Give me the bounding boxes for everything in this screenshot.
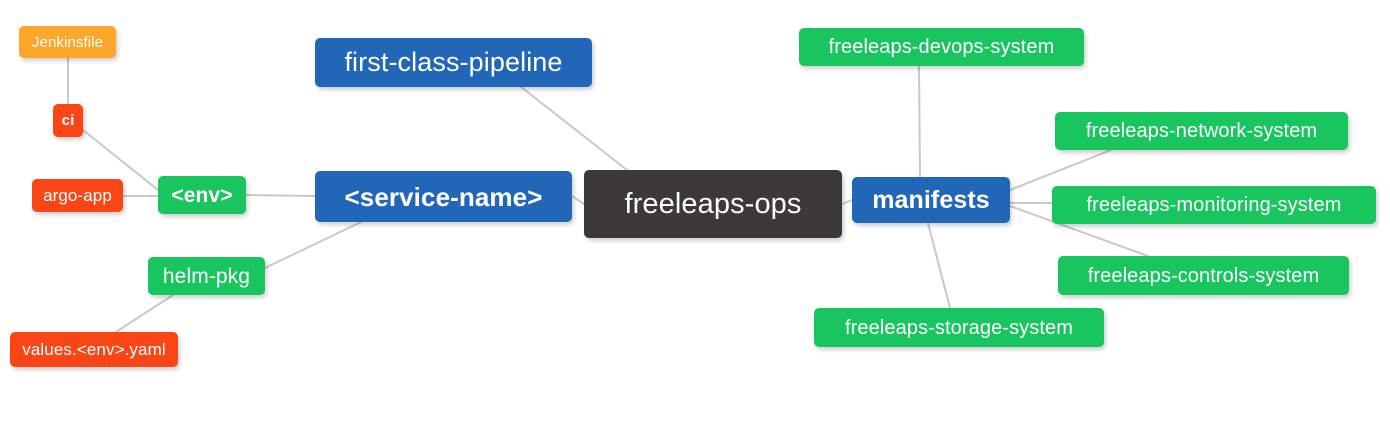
edge-manifests-to-freeleaps-storage-system [927,222,951,309]
node-label-ci: ci [61,112,75,129]
node-label-values-env-yaml: values.<env>.yaml [22,340,166,359]
node-label-freeleaps-monitoring-system: freeleaps-monitoring-system [1086,194,1342,216]
node-label-freeleaps-storage-system: freeleaps-storage-system [844,316,1074,339]
node-argo-app[interactable]: argo-app [32,179,123,212]
node-helm-pkg[interactable]: helm-pkg [148,257,265,295]
edge-freeleaps-ops-to-manifests [841,199,853,205]
node-label-service-name: <service-name> [344,181,543,212]
node-label-jenkinsfile: Jenkinsfile [31,33,104,51]
node-freeleaps-devops-system[interactable]: freeleaps-devops-system [799,28,1084,66]
node-label-freeleaps-network-system: freeleaps-network-system [1085,120,1318,142]
edge-freeleaps-ops-to-first-class-pipeline [520,86,628,171]
node-freeleaps-storage-system[interactable]: freeleaps-storage-system [814,308,1104,347]
edge-helm-pkg-to-values-env-yaml [115,294,174,333]
node-label-manifests: manifests [872,185,990,214]
node-env[interactable]: <env> [158,176,246,214]
node-jenkinsfile[interactable]: Jenkinsfile [19,26,116,58]
node-label-freeleaps-devops-system: freeleaps-devops-system [828,36,1055,58]
node-ci[interactable]: ci [53,104,83,137]
node-label-freeleaps-ops: freeleaps-ops [624,187,802,220]
node-label-argo-app: argo-app [43,186,112,205]
edge-freeleaps-ops-to-service-name [571,195,585,205]
edge-service-name-to-env [245,194,316,197]
edge-manifests-to-freeleaps-network-system [1009,149,1112,191]
node-freeleaps-network-system[interactable]: freeleaps-network-system [1055,112,1348,150]
node-label-freeleaps-controls-system: freeleaps-controls-system [1087,264,1320,287]
edge-manifests-to-freeleaps-devops-system [918,65,921,178]
node-manifests[interactable]: manifests [852,177,1010,223]
node-label-env: <env> [171,183,233,207]
edge-service-name-to-helm-pkg [264,221,362,269]
node-values-env-yaml[interactable]: values.<env>.yaml [10,332,178,367]
node-freeleaps-monitoring-system[interactable]: freeleaps-monitoring-system [1052,186,1376,224]
node-service-name[interactable]: <service-name> [315,171,572,222]
node-freeleaps-ops[interactable]: freeleaps-ops [584,170,842,238]
node-first-class-pipeline[interactable]: first-class-pipeline [315,38,592,87]
node-freeleaps-controls-system[interactable]: freeleaps-controls-system [1058,256,1349,295]
node-label-helm-pkg: helm-pkg [162,264,251,288]
node-label-first-class-pipeline: first-class-pipeline [344,47,563,77]
